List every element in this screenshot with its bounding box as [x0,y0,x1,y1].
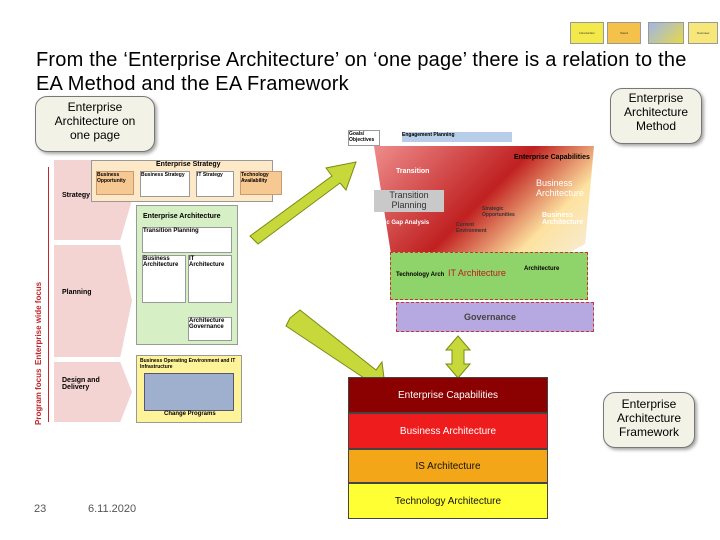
strategic-opportunities-label: Strategic Opportunities [482,206,515,218]
slide-date: 6.11.2020 [88,503,137,515]
ea-method-diagram: Goals/ Objectives Engagement Planning En… [346,126,598,340]
enterprise-capabilities-label: Enterprise Capabilities [514,154,590,161]
transition-label: Transition [396,168,430,175]
green-band [390,252,588,300]
axis-line [48,167,49,422]
governance-bar [396,302,594,332]
current-environment-label: Current Environment [456,222,487,234]
arrow-vertical [444,335,472,379]
stage-strategy-label: Strategy [62,192,91,199]
technology-arch-label: Technology Arch [396,272,445,278]
technology-availability-box: Technology Availability [240,171,282,195]
nav-item-introduction[interactable]: Introduction [570,22,604,44]
business-strategy-box: Business Strategy [140,171,190,197]
framework-layer-is-architecture: IS Architecture [348,449,548,483]
change-programs-label: Change Programs [164,411,216,417]
nav-item-stand[interactable]: Stand [607,22,641,44]
callout-ea-framework: Enterprise Architecture Framework [603,392,695,448]
architecture-label: Architecture [524,266,560,272]
framework-layer-technology-architecture: Technology Architecture [348,483,548,519]
callout-ea-one-page: Enterprise Architecture on one page [35,96,155,152]
stage-planning [54,245,132,357]
it-strategy-box: IT Strategy [196,171,234,197]
change-programs-inner [144,373,234,411]
nav-item-diagram[interactable] [648,22,684,44]
business-architecture-label: Business Architecture [542,212,584,226]
stage-design-label: Design and Delivery [62,377,100,391]
architecture-governance-box: Architecture Governance [188,317,232,341]
stage-planning-label: Planning [62,289,92,296]
enterprise-architecture-label: Enterprise Architecture [143,213,221,220]
it-architecture-box: IT Architecture [188,255,232,303]
arrow-up-right [249,161,357,245]
business-architecture-box: Business Architecture [142,255,186,303]
business-operating-environment-label: Business Operating Environment and IT In… [140,358,236,370]
framework-layer-business-architecture: Business Architecture [348,413,548,449]
page-number: 23 [34,503,47,515]
nav-item-overview[interactable]: Overview [688,22,718,44]
governance-label: Governance [464,312,517,322]
ea-one-page-diagram: Enterprise wide focus Program focus Stra… [34,155,282,425]
business-architecture-big-label: Business Architecture [536,178,585,198]
stage-design [54,362,132,422]
enterprise-strategy-label: Enterprise Strategy [156,161,221,168]
transition-planning-label: Transition Planning [374,190,444,212]
transition-planning-box: Transition Planning [142,227,232,253]
framework-layer-enterprise-capabilities: Enterprise Capabilities [348,377,548,413]
engagement-planning-bar: Engagement Planning [402,132,512,142]
goals-label: Goals/ Objectives [348,130,380,146]
callout-ea-method: Enterprise Architecture Method [610,88,702,144]
strategic-gap-analysis-label: Strategic Gap Analysis [364,220,430,226]
business-opportunity-box: Business Opportunity [96,171,134,195]
slide-title: From the ‘Enterprise Architecture’ on ‘o… [36,49,687,95]
it-architecture-label: IT Architecture [448,268,506,278]
